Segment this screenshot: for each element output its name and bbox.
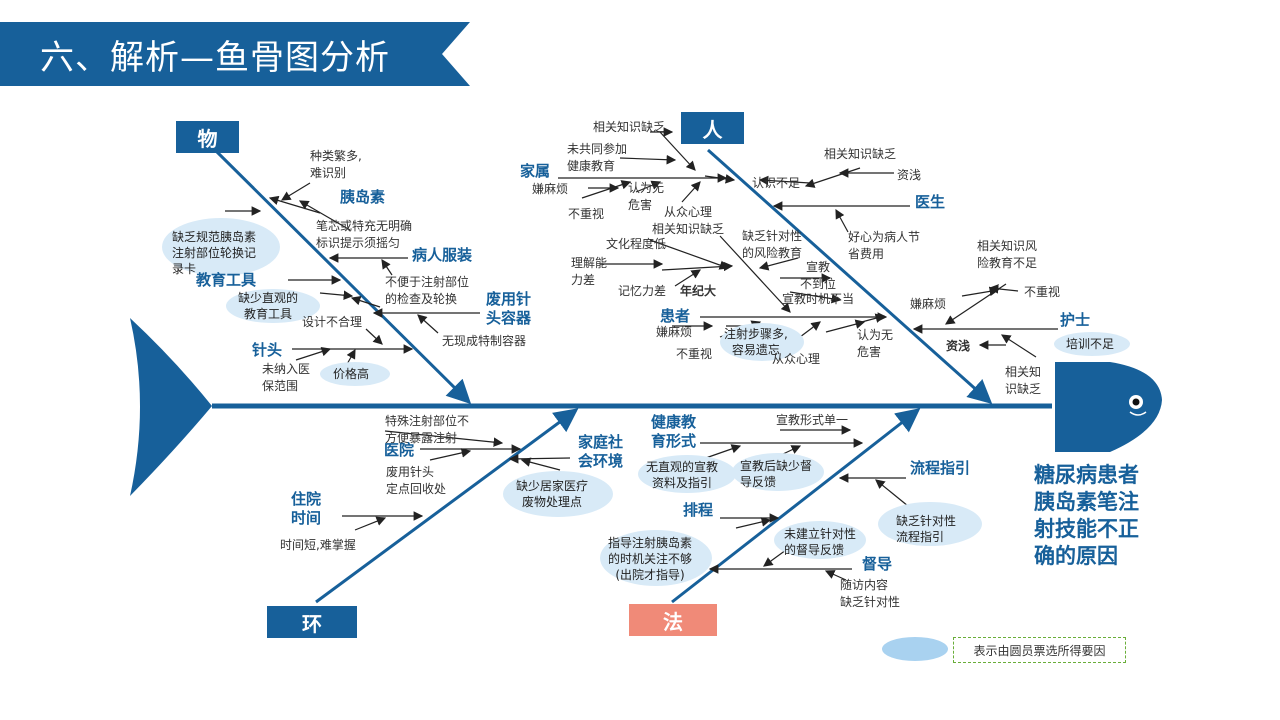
huan-hospital-label: 医院 [384, 441, 415, 459]
ren-nurse-trouble: 嫌麻烦 [910, 297, 947, 311]
huan-hospital-site: 特殊注射部位不方便暴露注射 [385, 414, 470, 445]
category-wu: 物 [176, 121, 239, 153]
fa-health-single: 宣教形式单一 [776, 413, 849, 427]
ren-patient-forget: 注射步骤多,容易遗忘 [724, 327, 788, 357]
wu-edu-design: 设计不合理 [302, 315, 363, 329]
ren-patient-ignore: 不重视 [676, 347, 713, 361]
bubble-fa-process [878, 502, 982, 546]
ren-patient-memory: 记忆力差 [618, 284, 667, 298]
huan-hospital-recycle: 废用针头定点回收处 [386, 465, 447, 496]
ren-patient-risk: 缺乏针对性的风险教育 [742, 229, 803, 260]
wu-edu-tool-label: 教育工具 [196, 271, 257, 289]
wu-sharps-label: 废用针头容器 [486, 290, 532, 327]
ren-patient-understand: 理解能力差 [571, 256, 608, 287]
fa-supervise-sub: 随访内容缺乏针对性 [840, 578, 901, 609]
wu-needle-sub: 未纳入医保范围 [262, 362, 311, 393]
wu-edu-bubble: 缺乏规范胰岛素注射部位轮换记录卡 [172, 230, 257, 276]
legend-label: 表示由圆员票选所得要因 [953, 637, 1126, 663]
fish-head [1055, 362, 1162, 452]
wu-needle-price: 价格高 [333, 367, 370, 381]
ren-patient-culture: 文化程度低 [606, 237, 667, 251]
category-huan: 环 [267, 606, 357, 638]
ren-family-label: 家属 [520, 162, 551, 180]
wu-clothing-label: 病人服装 [412, 246, 473, 264]
fa-schedule-bubble: 指导注射胰岛素的时机关注不够(出院才指导) [608, 536, 693, 582]
ren-nurse-ignore: 不重视 [1024, 285, 1061, 299]
huan-home-label: 家庭社会环境 [578, 433, 624, 470]
bone-ren [707, 148, 993, 404]
fa-supervise-bubble: 未建立针对性的督导反馈 [784, 527, 857, 557]
wu-needle-label: 针头 [252, 341, 283, 359]
fa-health-bubble2: 宣教后缺少督导反馈 [740, 459, 813, 489]
ren-doctor-label: 医生 [915, 193, 946, 211]
fa-process-label: 流程指引 [910, 459, 971, 477]
bubble-fa-supervise [774, 521, 866, 559]
ren-patient-label: 患者 [660, 307, 691, 325]
wu-edu-bubble2: 缺少直观的教育工具 [238, 291, 299, 321]
fa-schedule-label: 排程 [683, 501, 714, 519]
bubble-fa-material [638, 455, 736, 493]
title-banner [0, 22, 470, 86]
bubble-fa-schedule [600, 530, 712, 586]
ren-nurse-label: 护士 [1060, 311, 1091, 329]
ren-family-ignore: 不重视 [568, 207, 605, 221]
huan-home-bubble: 缺少居家医疗废物处理点 [516, 479, 589, 509]
bone-huan [315, 408, 579, 604]
title-banner-shape [0, 22, 470, 86]
ren-family-trouble: 嫌麻烦 [532, 182, 569, 196]
ren-nurse-risk: 相关知识风险教育不足 [977, 239, 1038, 270]
bubble-huan-home [503, 471, 613, 517]
ren-doctor-junior: 资浅 [897, 168, 922, 182]
wu-insulin-sub1: 种类繁多,难识别 [310, 149, 362, 180]
bubble-wu-tool [226, 289, 320, 323]
ren-family-harmless: 认为无危害 [628, 181, 665, 212]
category-ren: 人 [681, 112, 744, 144]
ren-doctor-insufficient: 认识不足 [752, 176, 801, 190]
ren-patient-edu-miss: 宣教不到位 [800, 260, 837, 291]
fa-health-form-label: 健康教育形式 [651, 413, 697, 450]
fa-health-bubble1: 无直观的宣教资料及指引 [646, 460, 719, 490]
ren-family-lack: 相关知识缺乏 [593, 120, 666, 134]
ren-doctor-save: 好心为病人节省费用 [848, 230, 921, 261]
ren-patient-harmless: 认为无危害 [857, 328, 894, 359]
ren-doctor-lack: 相关知识缺乏 [824, 147, 897, 161]
bubble-wu-price [320, 362, 390, 386]
ren-nurse-junior: 资浅 [946, 339, 971, 353]
ren-patient-timing: 宣教时机不当 [782, 292, 855, 306]
bubble-ren-forget [720, 323, 804, 361]
ren-patient-age: 年纪大 [680, 284, 717, 298]
wu-insulin-sub2: 笔芯或特充无明确标识提示须摇匀 [316, 219, 413, 250]
bubble-ren-training [1054, 332, 1130, 356]
wu-clothing-sub: 不便于注射部位的检查及轮换 [385, 275, 470, 306]
bubble-wu-record [162, 218, 280, 276]
page-title: 六、解析—鱼骨图分析 [40, 38, 390, 78]
ren-patient-lack: 相关知识缺乏 [652, 222, 725, 236]
category-fa: 法 [629, 604, 717, 636]
ren-patient-trouble: 嫌麻烦 [656, 325, 693, 339]
huan-stay-sub: 时间短,难掌握 [280, 538, 356, 552]
ren-family-notjoin: 未共同参加健康教育 [567, 142, 628, 173]
fa-supervise-label: 督导 [862, 555, 893, 573]
fa-process-bubble: 缺乏针对性流程指引 [896, 514, 957, 544]
huan-stay-label: 住院时间 [291, 490, 322, 527]
ren-nurse-training: 培训不足 [1066, 337, 1115, 351]
bone-wu [211, 146, 472, 405]
fish-tail [130, 318, 212, 496]
conclusion-text: 糖尿病患者 胰岛素笔注 射技能不正 确的原因 [1034, 463, 1139, 568]
ren-nurse-lack: 相关知识缺乏 [1005, 365, 1042, 396]
bubble-fa-feedback [732, 453, 824, 491]
ren-patient-follow: 从众心理 [772, 352, 821, 366]
wu-insulin-label: 胰岛素 [340, 188, 386, 206]
wu-sharps-sub: 无现成特制容器 [442, 334, 527, 348]
legend-ellipse [882, 637, 948, 661]
ren-family-follow: 从众心理 [664, 205, 713, 219]
